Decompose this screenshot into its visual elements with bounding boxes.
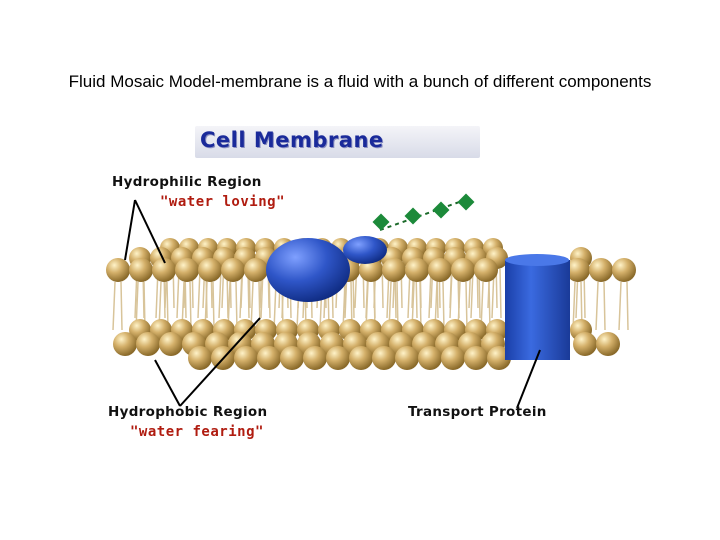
phosphate-head [372, 346, 396, 370]
slide-title: Fluid Mosaic Model-membrane is a fluid w… [60, 70, 660, 93]
phosphate-head [221, 258, 245, 282]
fatty-acid-tail [500, 269, 501, 318]
fatty-acid-tail [113, 282, 115, 330]
hydrophilic-label: Hydrophilic Region [112, 174, 262, 190]
phosphate-head [573, 332, 597, 356]
phosphate-head [612, 258, 636, 282]
carbohydrate-chain [373, 194, 475, 231]
fatty-acid-tail [382, 258, 383, 308]
phosphate-head [405, 258, 429, 282]
phosphate-head [596, 332, 620, 356]
phosphate-head [257, 346, 281, 370]
transport-protein [505, 254, 570, 360]
phosphate-head [188, 346, 212, 370]
phosphate-head [464, 346, 488, 370]
phosphate-head [349, 346, 373, 370]
phosphate-head [159, 332, 183, 356]
phosphate-head [326, 346, 350, 370]
globular-protein [266, 238, 350, 302]
phosphate-head [244, 258, 268, 282]
phosphate-head [175, 258, 199, 282]
fatty-acid-tail [596, 282, 598, 330]
fatty-acid-tail [627, 282, 628, 330]
fatty-acid-tail [443, 282, 444, 330]
phosphate-head [136, 332, 160, 356]
phosphate-head [106, 258, 130, 282]
phosphate-head [280, 346, 304, 370]
fatty-acid-tail [198, 269, 200, 318]
phosphate-head [428, 258, 452, 282]
phosphate-head [451, 258, 475, 282]
phosphate-head [198, 258, 222, 282]
fatty-acid-tail [450, 269, 452, 318]
transport-protein-label: Transport Protein [408, 404, 547, 420]
phosphate-head [474, 258, 498, 282]
phosphate-head [589, 258, 613, 282]
phosphate-head [234, 346, 258, 370]
hydrophilic-sublabel: "water loving" [160, 194, 285, 210]
globular-protein [343, 236, 387, 264]
phosphate-head [113, 332, 137, 356]
fatty-acid-tail [619, 282, 621, 330]
hydrophobic-label: Hydrophobic Region [108, 404, 267, 420]
phosphate-head [382, 258, 406, 282]
fatty-acid-tail [121, 282, 122, 330]
phosphate-head [395, 346, 419, 370]
phosphate-head [441, 346, 465, 370]
phosphate-head [129, 258, 153, 282]
fatty-acid-tail [604, 282, 605, 330]
phosphate-head [303, 346, 327, 370]
fatty-acid-tail [213, 282, 214, 330]
hydrophobic-sublabel: "water fearing" [130, 424, 264, 440]
cell-membrane-figure: Cell Membrane [80, 118, 655, 458]
fatty-acid-tail [466, 282, 467, 330]
phosphate-head [418, 346, 442, 370]
